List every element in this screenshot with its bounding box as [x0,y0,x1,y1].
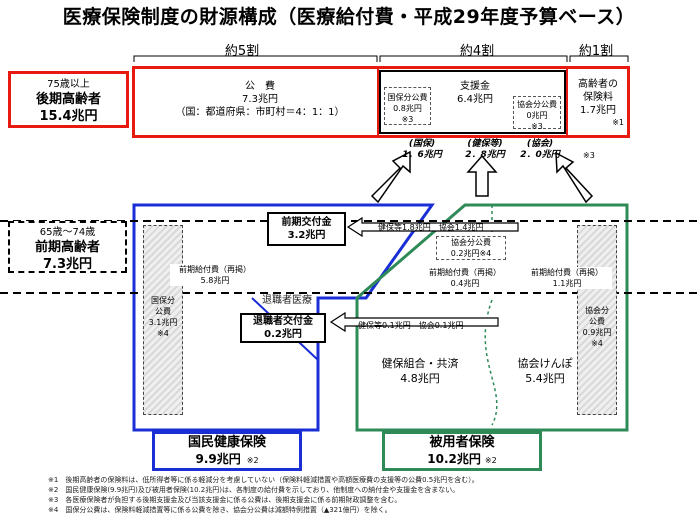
contrib-nhi: (国保) 1．6兆円 [402,139,442,160]
arrow-kyokai-up [555,151,594,204]
employee-region-outline [355,203,629,432]
early-elderly-box: 65歳～74歳 前期高齢者 7.3兆円 [8,221,127,273]
footnote-4: ※4 国保分公費は、保険料軽減措置等に係る公費を除き、協会分公費は減額特例措置（… [48,506,392,514]
contrib-kenpo: (健保等) 2．8兆円 [465,139,505,160]
benefit-kyokai: 前期給付費（再掲） 1.1兆円 [522,267,612,289]
bracket-mid [379,55,568,62]
elderly-amount: 15.4兆円 [39,109,98,124]
nhi-public-side: 国保分 公費 3.1兆円 ※4 [148,296,178,338]
elderly-age: 75歳以上 [47,79,90,90]
support-funds: 支援金 6.4兆円 [457,81,493,105]
kenpo-block: 健保組合・共済 4.8兆円 [381,357,459,385]
contrib-note: ※3 [583,151,595,160]
footnote-3: ※3 各医療保険者が負担する後期支援金及び当該支援金に係る公費は、後期支援金に係… [48,496,402,504]
retired-grant-box: 退職者交付金 0.2兆円 [240,313,326,343]
elderly-name: 後期高齢者 [35,92,101,107]
benefit-nhi: 前期給付費（再掲） 5.8兆円 [170,264,260,286]
share-left-label: 約5割 [224,44,260,59]
elderly-box: 75歳以上 後期高齢者 15.4兆円 [8,71,129,128]
nhi-public-column [143,225,183,415]
arrow-early-grant [346,216,519,238]
retired-arrow-label: 健保等0.1兆円 協会0.1兆円 [358,321,464,330]
footnotes: ※1 後期高齢者の保険料は、低所得者等に係る軽減分を考慮していない（保険料軽減措… [48,475,479,515]
arrow-kenpo-up [466,154,498,197]
contrib-kyokai: (協会) 2．0兆円 [520,139,560,160]
bracket-left [133,55,378,62]
kyokai-public-box: 協会分公費 0兆円 ※3 [513,96,561,131]
arrow-retired-grant [329,311,499,333]
nhi-public-box: 国保分公費 0.8兆円 ※3 [384,87,431,125]
kyokai-public-column [577,225,617,415]
page-title: 医療保険制度の財源構成（医療給付費・平成29年度予算ベース） [62,6,636,28]
public-funds: 公 費 7.3兆円 （国：都道府県：市町村＝4：1：1） [175,81,345,118]
kyokai-public-mid: 協会分公費 0.2兆円※4 [436,236,506,260]
kyokai-block: 協会けんぽ 5.4兆円 [517,357,573,385]
share-right-label: 約1割 [578,44,614,59]
early-arrow-label: 健保等1.8兆円 協会1.4兆円 [378,223,484,232]
funding-box [132,66,630,138]
nhi-total-box: 国民健康保険 9.9兆円※2 [152,431,302,471]
kyokai-public-side: 協会分 公費 0.9兆円 ※4 [582,306,612,348]
footnote-1: ※1 後期高齢者の保険料は、低所得者等に係る軽減分を考慮していない（保険料軽減措… [48,476,479,484]
employee-total-box: 被用者保険 10.2兆円※2 [382,431,542,471]
nhi-region-outline [132,203,435,432]
retired-label: 退職者医療 [262,295,312,306]
footnote-2: ※2 国民健康保険(9.9兆円)及び被用者保険(10.2兆円)は、各制度の給付費… [48,486,460,494]
arrow-nhi-up [370,150,411,204]
premium-funds: 高齢者の 保険料 1.7兆円 ※1 [578,79,624,127]
early-grant-box: 前期交付金 3.2兆円 [267,212,346,246]
benefit-kenpo: 前期給付費（再掲） 0.4兆円 [420,267,510,289]
share-mid-label: 約4割 [459,44,495,59]
bracket-right [569,55,629,62]
